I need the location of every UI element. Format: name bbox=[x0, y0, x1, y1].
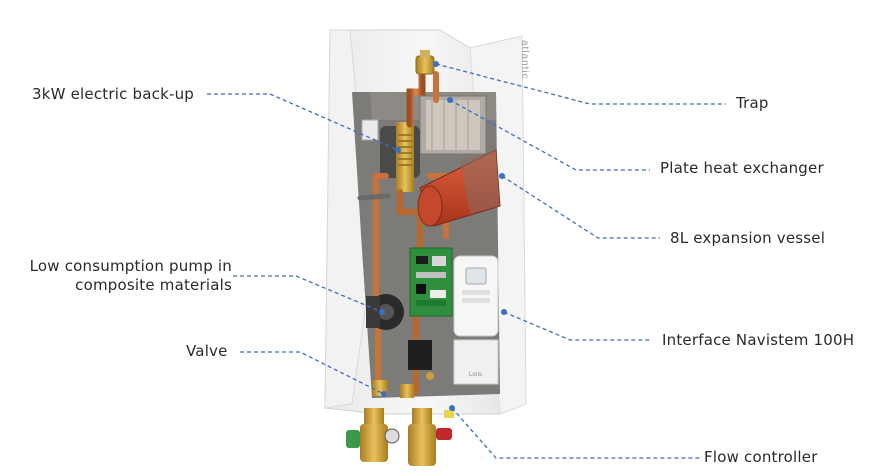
trap-fitting bbox=[415, 50, 435, 75]
expansion-vessel bbox=[417, 149, 501, 227]
dot-valve bbox=[381, 391, 387, 397]
circulation-pump bbox=[366, 294, 404, 330]
controller-brand-logo: Loris bbox=[469, 372, 483, 378]
leader-valve bbox=[240, 351, 385, 395]
dot-interface bbox=[501, 309, 507, 315]
label-electric-backup: 3kW electric back-up bbox=[32, 85, 195, 103]
dot-expansion bbox=[499, 173, 505, 179]
label-pump-line1: Low consumption pump in bbox=[29, 257, 232, 275]
label-expansion-vessel: 8L expansion vessel bbox=[670, 229, 826, 247]
dot-pump bbox=[379, 309, 385, 315]
leader-dots bbox=[379, 61, 507, 411]
dot-trap bbox=[433, 61, 439, 67]
leader-expansion bbox=[501, 175, 660, 239]
bottom-fittings bbox=[346, 408, 454, 466]
interface-controller bbox=[453, 255, 499, 385]
label-plate-heat-exchanger: Plate heat exchanger bbox=[660, 159, 824, 177]
label-flow-controller: Flow controller bbox=[704, 448, 818, 466]
plate-heat-exchanger bbox=[419, 95, 487, 155]
dot-backup bbox=[395, 147, 401, 153]
atlantic-brand-logo: atlantic bbox=[519, 40, 530, 80]
label-valve: Valve bbox=[186, 342, 228, 360]
dot-plate-hx bbox=[447, 97, 453, 103]
valve-assembly bbox=[372, 340, 434, 398]
leader-pump bbox=[233, 275, 383, 313]
leader-backup bbox=[207, 93, 399, 151]
label-trap: Trap bbox=[736, 94, 769, 112]
leader-interface bbox=[503, 311, 652, 341]
label-interface: Interface Navistem 100H bbox=[662, 331, 855, 349]
leader-flow bbox=[451, 407, 700, 459]
electric-backup-element bbox=[361, 119, 420, 192]
label-pump-line2: composite materials bbox=[75, 276, 232, 294]
control-pcb bbox=[409, 247, 453, 317]
leader-lines bbox=[207, 63, 726, 459]
dot-flow bbox=[449, 405, 455, 411]
